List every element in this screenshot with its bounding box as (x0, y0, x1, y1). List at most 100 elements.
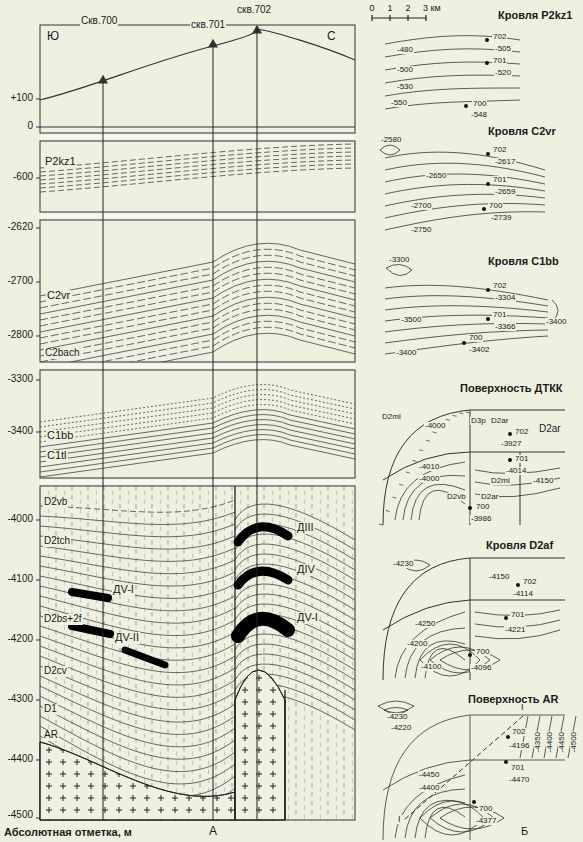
gas-reservoirs (238, 571, 288, 585)
map-label: -500 (396, 66, 414, 74)
contour-line (40, 385, 355, 422)
axis-ticks (36, 99, 40, 818)
contour-line (385, 194, 545, 206)
map-label: С (326, 30, 337, 43)
map-label: C2vr (46, 290, 71, 302)
map-label: -4470 (508, 776, 530, 784)
map-label: ДIV (296, 564, 316, 576)
map-label: D2vb (43, 497, 68, 508)
map-label: -4400 (6, 754, 34, 765)
map-label: Скв.700 (80, 16, 118, 27)
map-label: -4000 (6, 514, 34, 525)
map-label: D2ar (480, 493, 499, 501)
section-frames (40, 127, 355, 128)
map-label: -4400 (546, 731, 554, 753)
map-label: 702 (522, 578, 537, 586)
contour-line (40, 148, 355, 172)
contour-line (520, 716, 528, 758)
contour-line (40, 420, 355, 457)
map-label: 1 (386, 4, 393, 13)
map-label: D3p (470, 417, 487, 425)
well-dots (516, 583, 520, 587)
map-label: 701 (492, 176, 507, 184)
contour-line (40, 152, 355, 176)
gas-reservoirs (238, 619, 288, 636)
map-label: -2659 (494, 188, 516, 196)
map-label: -3366 (494, 323, 516, 331)
structure-maps (383, 410, 565, 525)
map-label: 2 (404, 4, 411, 13)
map-label: ДV-II (114, 632, 140, 644)
map-label: -4000 (418, 475, 440, 483)
map-label: D2cv (43, 666, 68, 677)
topography (99, 26, 261, 83)
map-label: -2750 (410, 226, 432, 234)
map-label: -2580 (380, 136, 402, 144)
map-label: 700 (475, 503, 490, 511)
basement (235, 670, 285, 820)
map-label: -2739 (490, 214, 512, 222)
map-label: скв.702 (236, 5, 272, 16)
contour-line (40, 400, 355, 437)
map-label: -530 (396, 83, 414, 91)
section-frames (40, 220, 355, 362)
map-label: -548 (470, 111, 488, 119)
map-label: 702 (492, 146, 507, 154)
topography (40, 26, 355, 100)
map-label: -4500 (6, 810, 34, 821)
map-label: Кровля P2kz1 (497, 10, 573, 22)
map-label: -4230 (392, 560, 414, 568)
contour-line (40, 333, 355, 362)
contour-line (40, 156, 355, 180)
map-label: Абсолютная отметка, м (3, 827, 133, 839)
map-label: -4100 (420, 663, 442, 671)
well-lines (103, 28, 257, 820)
section-frames (40, 136, 355, 483)
contour-line (411, 484, 465, 520)
map-label: Кровля C2vr (487, 126, 557, 138)
map-label: -2700 (410, 202, 432, 210)
map-label: P2kz1 (44, 156, 77, 168)
well-dots (468, 506, 472, 510)
well-dots (486, 288, 490, 292)
bedding-lines (40, 144, 355, 192)
map-label: D2ar (538, 424, 562, 435)
well-dots (472, 800, 476, 804)
section-frames (40, 25, 355, 133)
contour-line (40, 164, 355, 188)
scale-bar (372, 15, 426, 21)
map-label: D2tch (43, 536, 71, 547)
map-label: -4096 (470, 664, 492, 672)
basement (40, 742, 235, 820)
map-label: -3400 (395, 349, 417, 357)
well-dots (504, 616, 508, 620)
structure-maps (386, 264, 412, 275)
section-frames (40, 370, 355, 478)
map-label: D2bs+2f (43, 614, 83, 625)
map-label: Ю (46, 30, 60, 43)
well-lines (103, 28, 257, 820)
section-frames (40, 25, 355, 820)
map-label: -4450 (558, 731, 566, 753)
map-label: -3304 (494, 294, 516, 302)
map-label: I (397, 815, 402, 824)
map-label: -4200 (406, 640, 428, 648)
map-label: -4150 (488, 573, 510, 581)
map-label: -4230 (386, 713, 408, 721)
contour-line (385, 285, 548, 300)
map-label: -4250 (414, 620, 436, 628)
map-label: Кровля D2af (485, 540, 554, 552)
contour-line (385, 184, 545, 194)
well-dots (485, 61, 489, 65)
map-label: -3400 (545, 318, 567, 326)
basement (235, 670, 285, 820)
map-label: -505 (494, 45, 512, 53)
map-label: -3400 (6, 426, 34, 437)
contour-line (385, 100, 520, 109)
gas-reservoirs (238, 527, 288, 542)
section-frames (40, 141, 355, 212)
bedding-lines (40, 144, 355, 821)
map-label: 0 (26, 121, 34, 132)
map-label: 702 (514, 428, 529, 436)
section-frames (40, 486, 355, 820)
